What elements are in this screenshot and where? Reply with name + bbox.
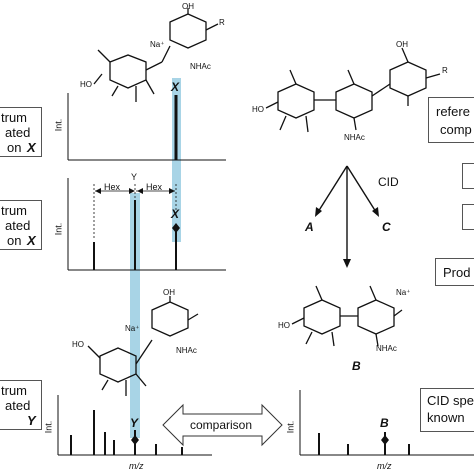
peak-label-y: Y [130, 416, 139, 430]
cid-spectrum-box-line1: CID spe [427, 393, 474, 408]
struct-top-r: R [219, 18, 225, 27]
spectrum-3-int-label: Int. [43, 420, 54, 434]
spectrum-3-mz-label: m/z [129, 461, 144, 471]
struct-ref-ho: HO [252, 105, 264, 114]
comparison-arrow [162, 403, 283, 447]
struct-b-ho: HO [278, 321, 290, 330]
peak-label-x-mid: X [171, 207, 180, 221]
left-box-1-line3: on [7, 140, 22, 155]
struct-ref-oh: OH [396, 40, 408, 49]
struct-top-oh: OH [182, 2, 194, 11]
spectrum-1-int-label: Int. [53, 118, 64, 132]
cid-spectrum-box-line2: known [427, 410, 465, 425]
product-box-label: Prod [443, 265, 471, 280]
spectrum-2-diamond [172, 223, 180, 233]
struct-bottom-na: Na⁺ [125, 324, 140, 333]
struct-top-ho: HO [80, 80, 92, 89]
hex-label-1: Hex [104, 182, 121, 192]
left-box-1: trum ated on X [0, 107, 42, 157]
spectrum-4-int-label: Int. [285, 420, 296, 434]
fragment-label-c: C [382, 220, 391, 234]
spectrum-4-mz-label: m/z [377, 461, 392, 471]
peak-label-b: B [380, 416, 389, 430]
left-box-3: trum ated Y [0, 380, 42, 430]
product-box: Prod [435, 258, 474, 286]
peak-label-x-top: X [171, 80, 180, 94]
struct-bottom-ho: HO [72, 340, 84, 349]
structure-bottom [87, 296, 199, 396]
left-box-3-line2: ated [5, 398, 31, 413]
structure-b [291, 285, 403, 347]
left-box-1-line2: ated [5, 125, 31, 140]
left-box-3-marker: Y [27, 413, 36, 428]
left-box-2-line3: on [7, 233, 22, 248]
hex-label-2: Hex [146, 182, 163, 192]
cid-arrows [317, 165, 377, 262]
left-box-2: trum ated on X [0, 200, 42, 250]
struct-top-nhac: NHAc [190, 62, 211, 71]
struct-ref-r: R [442, 66, 448, 75]
spectrum-4 [299, 390, 474, 456]
struct-b-na: Na⁺ [396, 288, 411, 297]
spectrum-4-diamond [381, 435, 389, 445]
right-box-small-1 [462, 163, 474, 189]
comparison-label: comparison [190, 418, 253, 432]
cid-spectrum-box: CID spe known [420, 388, 474, 432]
left-box-1-line1: trum [1, 110, 27, 125]
struct-top-na: Na⁺ [150, 40, 165, 49]
struct-b-nhac: NHAc [376, 344, 397, 353]
left-box-1-marker: X [27, 140, 36, 155]
y-label-top: Y [131, 172, 138, 182]
cid-label: CID [378, 175, 399, 189]
struct-bottom-oh: OH [163, 288, 175, 297]
fragment-label-b: B [352, 359, 361, 373]
struct-bottom-nhac: NHAc [176, 346, 197, 355]
left-box-2-line2: ated [5, 218, 31, 233]
highlight-band-y [130, 193, 140, 438]
reference-box-line1: refere [436, 104, 470, 119]
fragment-label-a: A [305, 220, 314, 234]
struct-ref-nhac: NHAc [344, 133, 365, 142]
left-box-3-line1: trum [1, 383, 27, 398]
structure-reference [265, 47, 441, 133]
structure-top [93, 8, 219, 102]
spectrum-2-int-label: Int. [53, 222, 64, 236]
left-box-2-line1: trum [1, 203, 27, 218]
left-box-2-marker: X [27, 233, 36, 248]
right-box-small-2 [462, 204, 474, 230]
spectrum-1 [67, 93, 226, 161]
reference-box-line2: comp [440, 122, 472, 137]
reference-box: refere comp [428, 97, 474, 143]
spectrum-3-diamond [131, 435, 139, 445]
